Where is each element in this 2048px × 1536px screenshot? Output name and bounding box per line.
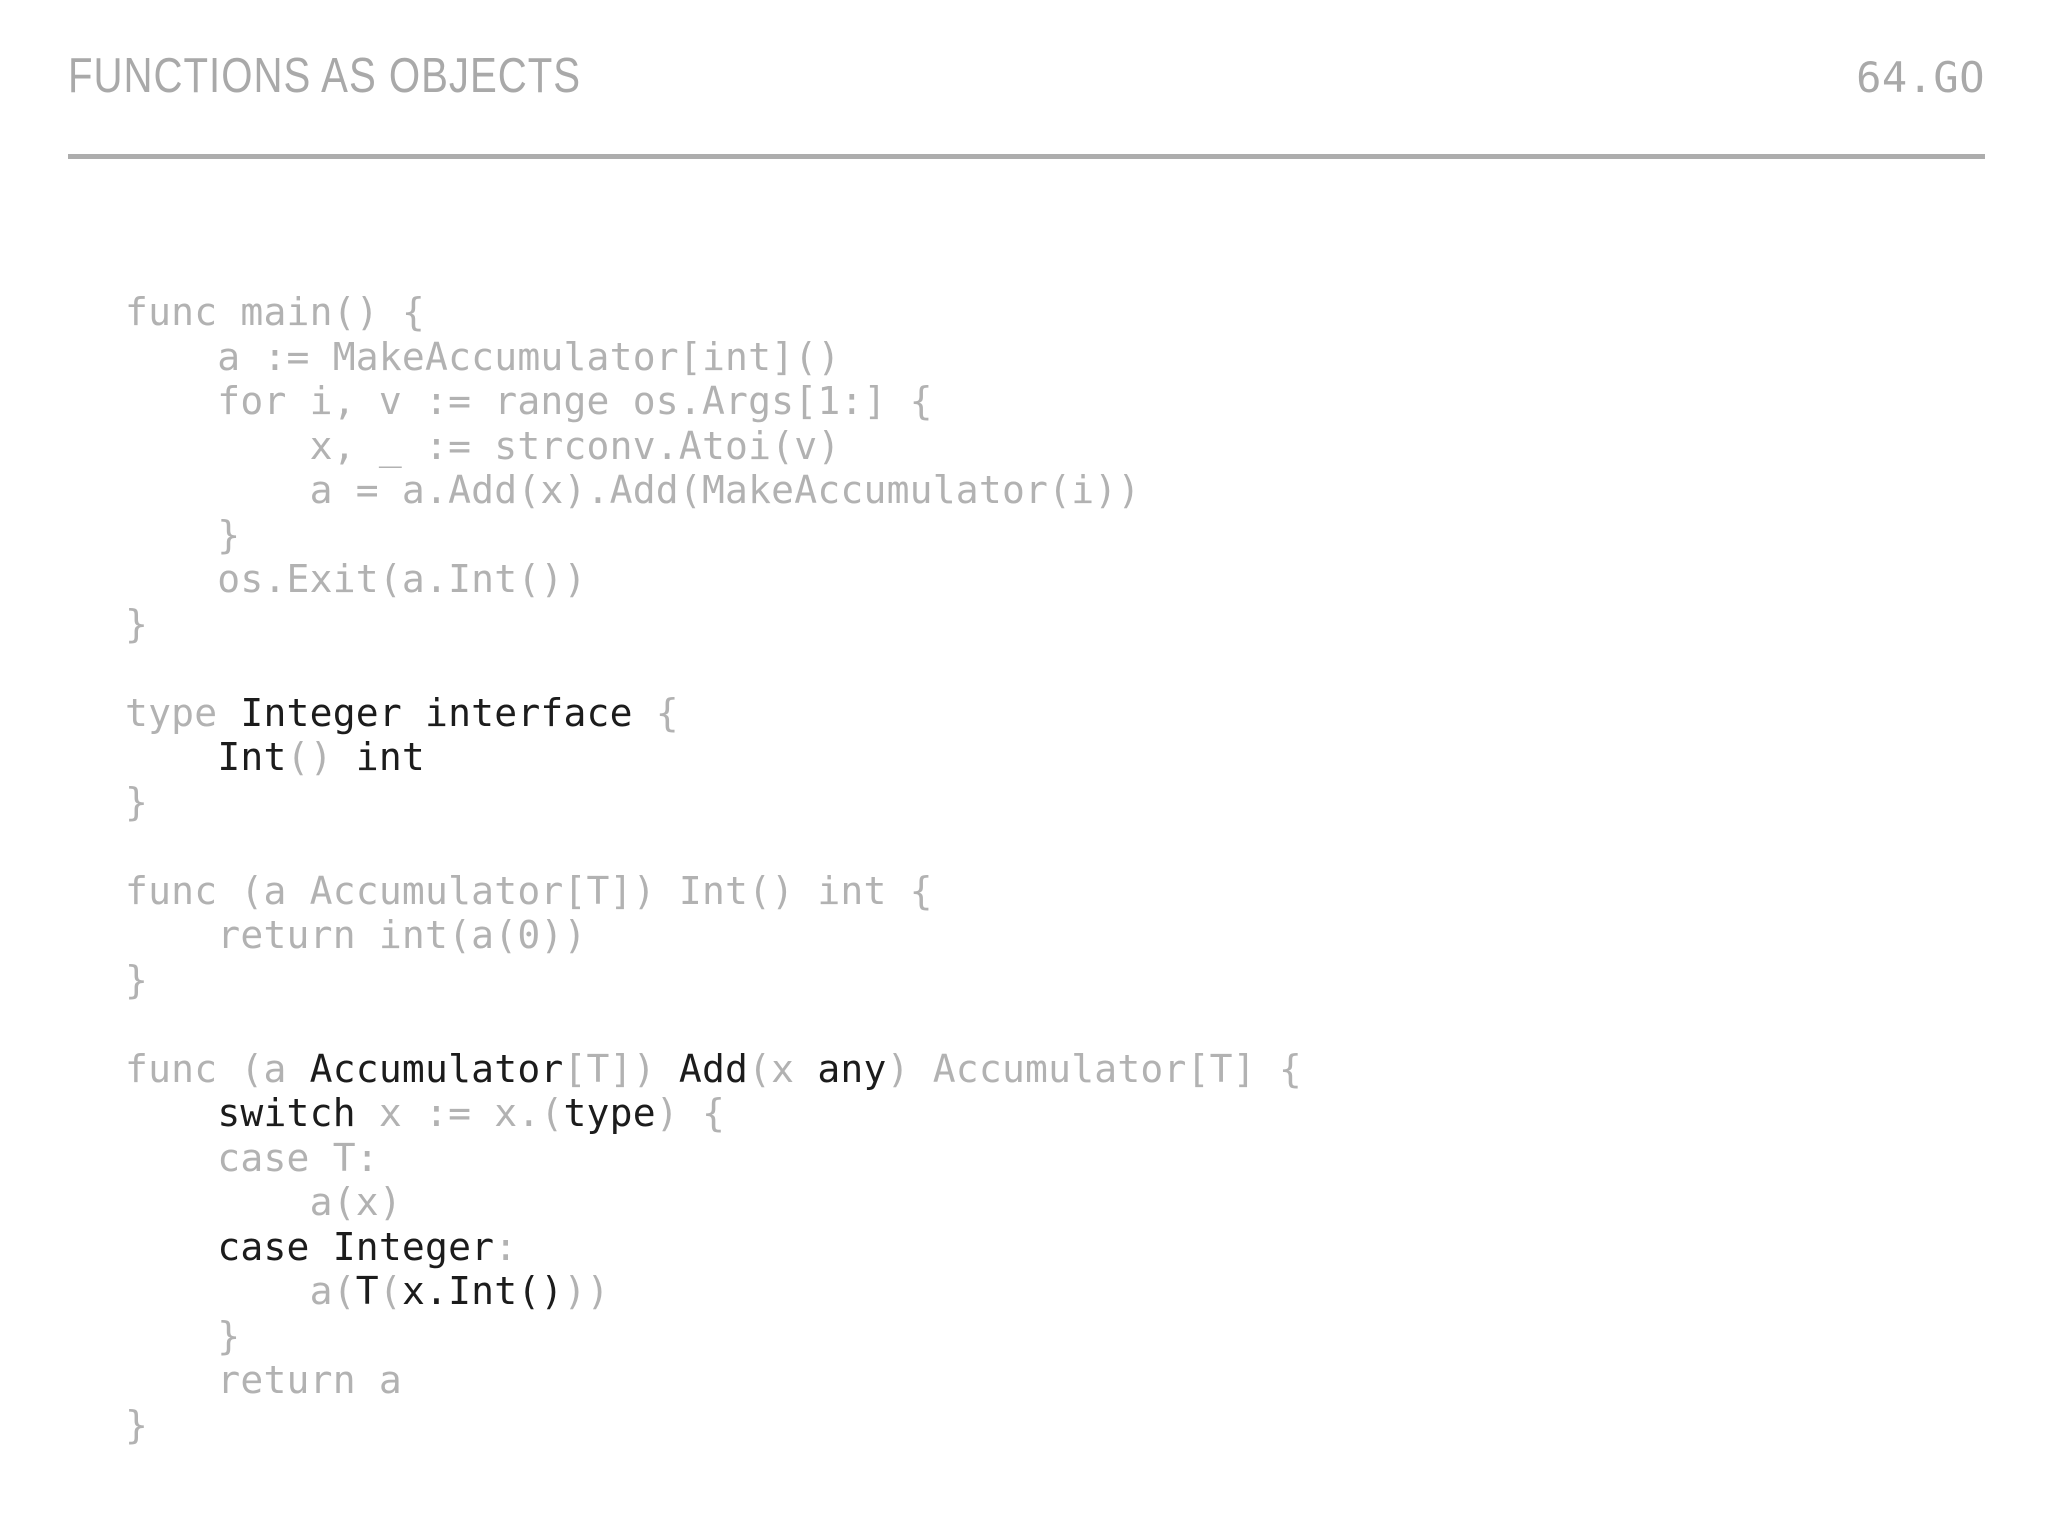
code-token: x := x.( — [355, 1091, 564, 1135]
code-token: (x — [748, 1046, 818, 1091]
code-token: a = a.Add(x).Add(MakeAccumulator(i)) — [125, 468, 1141, 512]
code-line: } — [125, 602, 1985, 647]
code-line: os.Exit(a.Int()) — [125, 557, 1985, 602]
code-line: a = a.Add(x).Add(MakeAccumulator(i)) — [125, 468, 1985, 513]
code-line: switch x := x.(type) { — [125, 1091, 1985, 1136]
code-line: case Integer: — [125, 1225, 1985, 1270]
code-token: } — [125, 512, 241, 557]
code-token: func (a Accumulator[T]) Int() int { — [125, 868, 933, 913]
code-line: } — [125, 1403, 1985, 1448]
code-line: func (a Accumulator[T]) Int() int { — [125, 869, 1985, 914]
code-line: a(T(x.Int())) — [125, 1269, 1985, 1314]
code-token: () — [286, 735, 333, 779]
code-line: } — [125, 1314, 1985, 1359]
code-token-emphasis: any — [817, 1046, 887, 1091]
code-token: : — [494, 1224, 518, 1269]
code-token: )) — [563, 1269, 610, 1313]
code-block: func main() { a := MakeAccumulator[int](… — [125, 290, 1985, 1447]
code-token-emphasis: type — [563, 1091, 656, 1135]
code-token: x, _ := strconv.Atoi(v) — [125, 423, 841, 468]
code-token: func (a — [125, 1046, 310, 1091]
code-token-emphasis: Integer interface — [240, 690, 633, 735]
code-token: for i, v := range os.Args[1:] { — [125, 379, 933, 423]
code-token: ) Accumulator[T] { — [886, 1046, 1302, 1091]
code-token: } — [125, 1313, 241, 1358]
code-token: } — [125, 779, 149, 824]
code-token: os.Exit(a.Int()) — [125, 557, 587, 601]
code-token: type — [125, 690, 241, 735]
code-token: return a — [125, 1358, 402, 1402]
code-line: Int() int — [125, 735, 1985, 780]
code-token: { — [632, 690, 679, 735]
code-token: ( — [378, 1269, 402, 1313]
page-title: FUNCTIONS AS OBJECTS — [68, 49, 582, 103]
code-line: type Integer interface { — [125, 691, 1985, 736]
code-token: } — [125, 957, 149, 1002]
code-token: a(x) — [125, 1180, 402, 1224]
code-line: return a — [125, 1358, 1985, 1403]
slide-page-number: 64.GO — [1856, 53, 1985, 102]
code-token — [125, 735, 217, 779]
code-token-emphasis: Accumulator — [309, 1046, 564, 1091]
code-token — [125, 1225, 217, 1269]
code-token: [T]) — [563, 1046, 679, 1091]
code-token: a := MakeAccumulator[int]() — [125, 334, 841, 379]
code-line: for i, v := range os.Args[1:] { — [125, 379, 1985, 424]
code-line — [125, 824, 1985, 869]
code-token: return int(a(0)) — [125, 913, 587, 957]
code-line: a := MakeAccumulator[int]() — [125, 335, 1985, 380]
code-token-emphasis: int — [332, 735, 426, 779]
code-token: func main() { — [125, 290, 426, 334]
code-line: func main() { — [125, 290, 1985, 335]
code-line — [125, 646, 1985, 691]
code-token: } — [125, 601, 149, 646]
code-token-emphasis: Int — [217, 735, 287, 779]
code-line: a(x) — [125, 1180, 1985, 1225]
code-line: } — [125, 780, 1985, 825]
code-line: return int(a(0)) — [125, 913, 1985, 958]
slide-header: FUNCTIONS AS OBJECTS 64.GO — [68, 52, 1985, 124]
code-line — [125, 1002, 1985, 1047]
code-token-emphasis: Add — [678, 1046, 749, 1091]
code-token: a( — [125, 1269, 356, 1313]
code-token: case T: — [125, 1135, 379, 1180]
code-line: } — [125, 958, 1985, 1003]
code-line: func (a Accumulator[T]) Add(x any) Accum… — [125, 1047, 1985, 1092]
code-token-emphasis: T — [355, 1269, 379, 1313]
code-token — [125, 1091, 217, 1135]
code-token: ) { — [655, 1091, 726, 1135]
code-line: x, _ := strconv.Atoi(v) — [125, 424, 1985, 469]
code-token-emphasis: x.Int() — [401, 1269, 564, 1313]
code-line: case T: — [125, 1136, 1985, 1181]
code-token-emphasis: switch — [217, 1091, 356, 1135]
code-token: } — [125, 1402, 149, 1447]
code-line: } — [125, 513, 1985, 558]
code-token-emphasis: case Integer — [217, 1224, 495, 1269]
header-divider — [68, 154, 1985, 159]
